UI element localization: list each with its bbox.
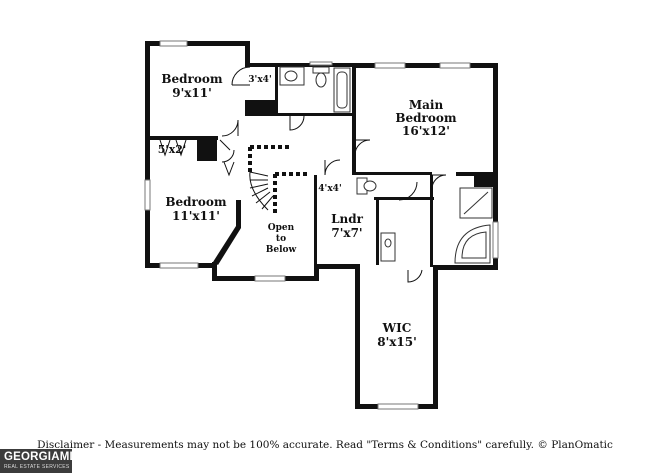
laundry-size: 7'x7'	[331, 226, 362, 240]
bath-fixtures	[279, 66, 493, 264]
bedroom-upper-size: 9'x11'	[172, 86, 212, 100]
main-bedroom-name-line2: Bedroom	[395, 111, 456, 125]
laundry-name: Lndr	[331, 212, 364, 226]
logo-sub-text: REAL ESTATE SERVICES	[4, 464, 70, 470]
logo-main-text: GEORGIAMLS	[4, 451, 85, 463]
main-bedroom-size: 16'x12'	[402, 124, 450, 138]
wic-size: 8'x15'	[377, 335, 417, 349]
disclaimer-text: Disclaimer - Measurements may not be 100…	[37, 439, 613, 451]
room-labels: Bedroom 9'x11' Bedroom 11'x11' Main Bedr…	[158, 72, 457, 349]
doors	[159, 66, 447, 283]
open-to-below-line1: Open	[268, 223, 295, 233]
closet-4x4-size: 4'x4'	[318, 184, 341, 194]
wic-name: WIC	[382, 321, 412, 335]
closet-3x4-size: 3'x4'	[248, 75, 271, 85]
interior-walls	[150, 63, 493, 268]
windows	[144, 40, 499, 410]
georgia-mls-logo: GEORGIAMLS REAL ESTATE SERVICES	[0, 449, 84, 473]
bedroom-lower-name: Bedroom	[165, 195, 226, 209]
open-to-below-line2: to	[276, 234, 286, 244]
stair-railing	[248, 145, 310, 214]
open-to-below-line3: Below	[266, 245, 297, 255]
main-bedroom-name-line1: Main	[409, 98, 444, 112]
bedroom-upper-name: Bedroom	[161, 72, 222, 86]
closet-5x2-size: 5'x2'	[158, 143, 187, 156]
bedroom-lower-size: 11'x11'	[172, 209, 220, 223]
